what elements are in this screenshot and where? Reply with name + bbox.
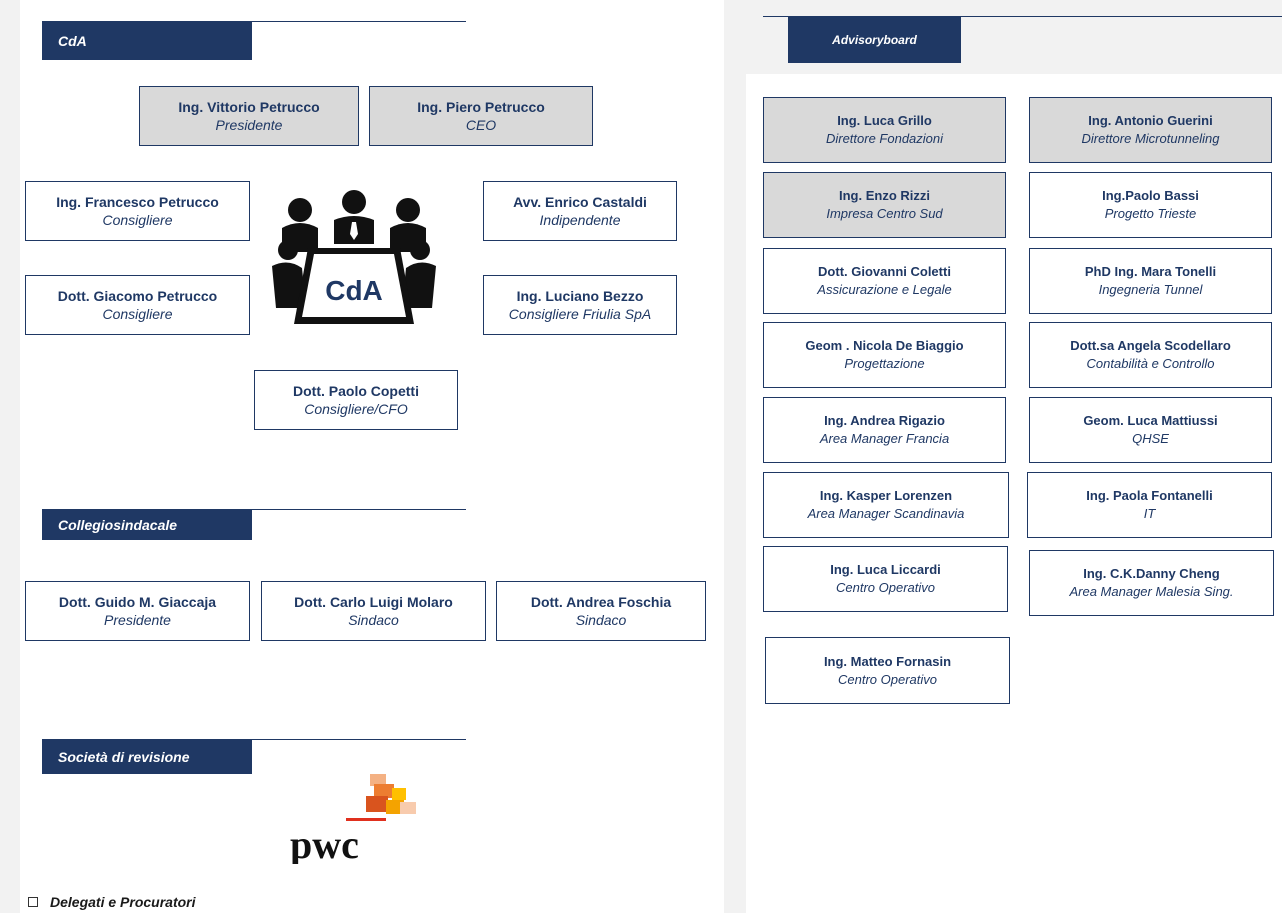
member-role: Impresa Centro Sud: [826, 206, 943, 221]
collegio-member-box: Dott. Guido M. Giaccaja Presidente: [25, 581, 250, 641]
member-name: Ing. C.K.Danny Cheng: [1083, 566, 1220, 581]
advisory-tab-label: Advisoryboard: [832, 33, 917, 47]
member-role: Consigliere: [102, 306, 173, 322]
member-role: Progettazione: [844, 356, 925, 371]
advisory-member-box: Geom . Nicola De Biaggio Progettazione: [763, 322, 1006, 388]
member-name: Avv. Enrico Castaldi: [513, 194, 647, 210]
member-role: Ingegneria Tunnel: [1098, 282, 1203, 297]
cda-rule: [42, 21, 466, 22]
member-name: Ing. Vittorio Petrucco: [178, 99, 320, 115]
member-role: Sindaco: [575, 612, 627, 628]
advisory-member-box: Ing. Enzo Rizzi Impresa Centro Sud: [763, 172, 1006, 238]
revisione-tab: Società di revisione: [42, 740, 252, 774]
footer-label: Delegati e Procuratori: [50, 894, 196, 910]
member-name: Ing. Luca Grillo: [837, 113, 932, 128]
pwc-logo: pwc: [290, 774, 416, 864]
member-role: IT: [1143, 506, 1156, 521]
member-name: Geom. Luca Mattiussi: [1083, 413, 1218, 428]
member-name: Ing.Paolo Bassi: [1102, 188, 1199, 203]
member-role: Area Manager Scandinavia: [807, 506, 965, 521]
advisory-member-box: Ing. Andrea Rigazio Area Manager Francia: [763, 397, 1006, 463]
member-name: Ing. Enzo Rizzi: [839, 188, 930, 203]
member-name: Ing. Luca Liccardi: [830, 562, 941, 577]
member-role: Area Manager Francia: [819, 431, 950, 446]
cda-member-box: Ing. Luciano Bezzo Consigliere Friulia S…: [483, 275, 677, 335]
member-role: Presidente: [215, 117, 283, 133]
member-name: Dott. Giacomo Petrucco: [57, 288, 218, 304]
member-role: Consigliere/CFO: [304, 401, 408, 417]
advisory-member-box: Ing. Antonio Guerini Direttore Microtunn…: [1029, 97, 1272, 163]
member-name: Ing. Andrea Rigazio: [824, 413, 945, 428]
cda-member-box: Ing. Vittorio Petrucco Presidente: [139, 86, 359, 146]
advisory-member-box: Ing. C.K.Danny Cheng Area Manager Malesi…: [1029, 550, 1274, 616]
member-name: Dott. Carlo Luigi Molaro: [294, 594, 453, 610]
member-role: Consigliere: [102, 212, 173, 228]
member-name: Ing. Francesco Petrucco: [56, 194, 219, 210]
footer-item: Delegati e Procuratori: [28, 894, 196, 910]
member-name: Dott. Giovanni Coletti: [818, 264, 951, 279]
collegio-tab: Collegiosindacale: [42, 510, 252, 540]
member-name: Ing. Kasper Lorenzen: [819, 488, 953, 503]
advisory-member-box: Ing.Paolo Bassi Progetto Trieste: [1029, 172, 1272, 238]
cda-tab: CdA: [42, 22, 252, 60]
cda-member-box: Dott. Giacomo Petrucco Consigliere: [25, 275, 250, 335]
member-name: Dott. Paolo Copetti: [293, 383, 419, 399]
advisory-member-box: PhD Ing. Mara Tonelli Ingegneria Tunnel: [1029, 248, 1272, 314]
advisory-member-box: Ing. Luca Grillo Direttore Fondazioni: [763, 97, 1006, 163]
advisory-member-box: Ing. Matteo Fornasin Centro Operativo: [765, 637, 1010, 704]
cda-icon-label: CdA: [325, 275, 383, 306]
member-name: Dott.sa Angela Scodellaro: [1070, 338, 1231, 353]
cda-member-box: Avv. Enrico Castaldi Indipendente: [483, 181, 677, 241]
revisione-rule: [42, 739, 466, 740]
member-name: Ing. Luciano Bezzo: [516, 288, 644, 304]
member-name: Geom . Nicola De Biaggio: [805, 338, 964, 353]
member-role: CEO: [465, 117, 497, 133]
cda-member-box: Ing. Francesco Petrucco Consigliere: [25, 181, 250, 241]
collegio-rule: [42, 509, 466, 510]
member-role: Presidente: [104, 612, 171, 628]
advisory-member-box: Ing. Kasper Lorenzen Area Manager Scandi…: [763, 472, 1009, 538]
cda-member-box: Ing. Piero Petrucco CEO: [369, 86, 593, 146]
advisory-member-box: Ing. Paola Fontanelli IT: [1027, 472, 1272, 538]
checkbox-icon: [28, 897, 38, 907]
member-role: Area Manager Malesia Sing.: [1069, 584, 1234, 599]
right-panel: Ing. Luca Grillo Direttore Fondazioni In…: [746, 74, 1282, 913]
advisory-member-box: Dott. Giovanni Coletti Assicurazione e L…: [763, 248, 1006, 314]
member-role: Assicurazione e Legale: [817, 282, 952, 297]
member-name: Ing. Piero Petrucco: [417, 99, 545, 115]
left-panel: CdA Ing. Vittorio Petrucco Presidente In…: [20, 0, 724, 913]
member-name: Dott. Andrea Foschia: [530, 594, 672, 610]
member-role: QHSE: [1132, 431, 1169, 446]
member-name: PhD Ing. Mara Tonelli: [1084, 264, 1217, 279]
member-name: Ing. Matteo Fornasin: [823, 653, 952, 669]
member-role: Progetto Trieste: [1104, 206, 1197, 221]
advisory-member-box: Geom. Luca Mattiussi QHSE: [1029, 397, 1272, 463]
cda-member-box: Dott. Paolo Copetti Consigliere/CFO: [254, 370, 458, 430]
member-role: Consigliere Friulia SpA: [508, 306, 652, 322]
pwc-logo-text: pwc: [290, 822, 359, 864]
member-role: Direttore Microtunneling: [1081, 131, 1220, 146]
member-name: Ing. Antonio Guerini: [1088, 113, 1213, 128]
advisory-member-box: Ing. Luca Liccardi Centro Operativo: [763, 546, 1008, 612]
member-role: Indipendente: [539, 212, 621, 228]
collegio-member-box: Dott. Carlo Luigi Molaro Sindaco: [261, 581, 486, 641]
member-role: Centro Operativo: [836, 580, 935, 595]
member-name: Ing. Paola Fontanelli: [1086, 488, 1213, 503]
board-meeting-icon: CdA: [272, 190, 436, 324]
member-role: Direttore Fondazioni: [825, 131, 944, 146]
member-role: Contabilità e Controllo: [1086, 356, 1215, 371]
member-name: Dott. Guido M. Giaccaja: [58, 594, 217, 610]
advisory-rule: [763, 16, 1282, 17]
member-role: Centro Operativo: [838, 671, 937, 687]
advisory-member-box: Dott.sa Angela Scodellaro Contabilità e …: [1029, 322, 1272, 388]
advisory-tab: Advisoryboard: [788, 17, 961, 63]
collegio-member-box: Dott. Andrea Foschia Sindaco: [496, 581, 706, 641]
member-role: Sindaco: [348, 612, 399, 628]
